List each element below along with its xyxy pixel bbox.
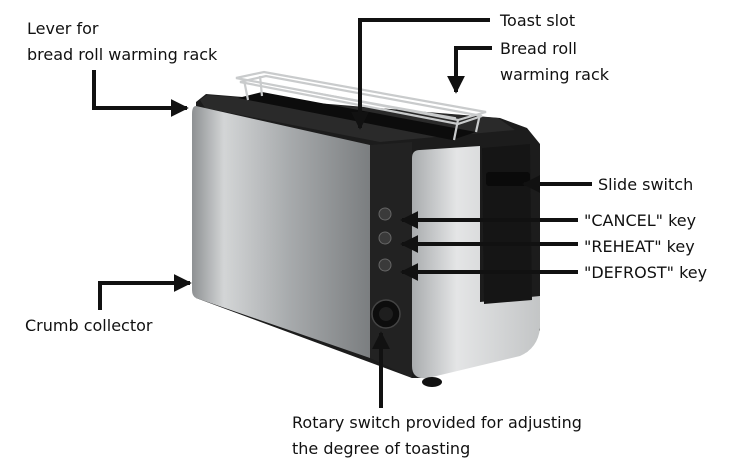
control-strip <box>370 142 412 378</box>
cancel-key-label: "CANCEL" key <box>584 211 697 230</box>
slide-switch-slot <box>482 144 532 304</box>
slide-switch-handle <box>486 172 530 186</box>
front-panel <box>192 106 370 358</box>
arrow-lever <box>92 70 189 117</box>
warming-rack <box>235 70 487 141</box>
toaster-illustration <box>192 70 540 387</box>
rotary-switch-label-line2: the degree of toasting <box>292 439 471 458</box>
defrost-button-shape <box>378 258 392 272</box>
reheat-button-shape <box>378 231 392 245</box>
arrow-toast-slot <box>351 18 490 130</box>
crumb-collector-label: Crumb collector <box>25 316 153 335</box>
arrow-warming-rack <box>447 46 492 94</box>
toast-slot-label: Toast slot <box>500 11 576 30</box>
reheat-key-label: "REHEAT" key <box>584 237 695 256</box>
warming-rack-label-line2: warming rack <box>500 65 610 84</box>
lever-label-line2: bread roll warming rack <box>27 45 218 64</box>
defrost-key-label: "DEFROST" key <box>584 263 708 282</box>
lever-label-line1: Lever for <box>27 19 99 38</box>
toaster-foot <box>422 377 442 387</box>
arrow-crumb <box>98 274 192 310</box>
side-panel <box>412 146 540 379</box>
slide-switch-label: Slide switch <box>598 175 694 194</box>
rotary-switch-label-line1: Rotary switch provided for adjusting <box>292 413 582 432</box>
warming-rack-label-line1: Bread roll <box>500 39 577 58</box>
callout-arrows <box>92 18 592 408</box>
cancel-button-shape <box>378 207 392 221</box>
